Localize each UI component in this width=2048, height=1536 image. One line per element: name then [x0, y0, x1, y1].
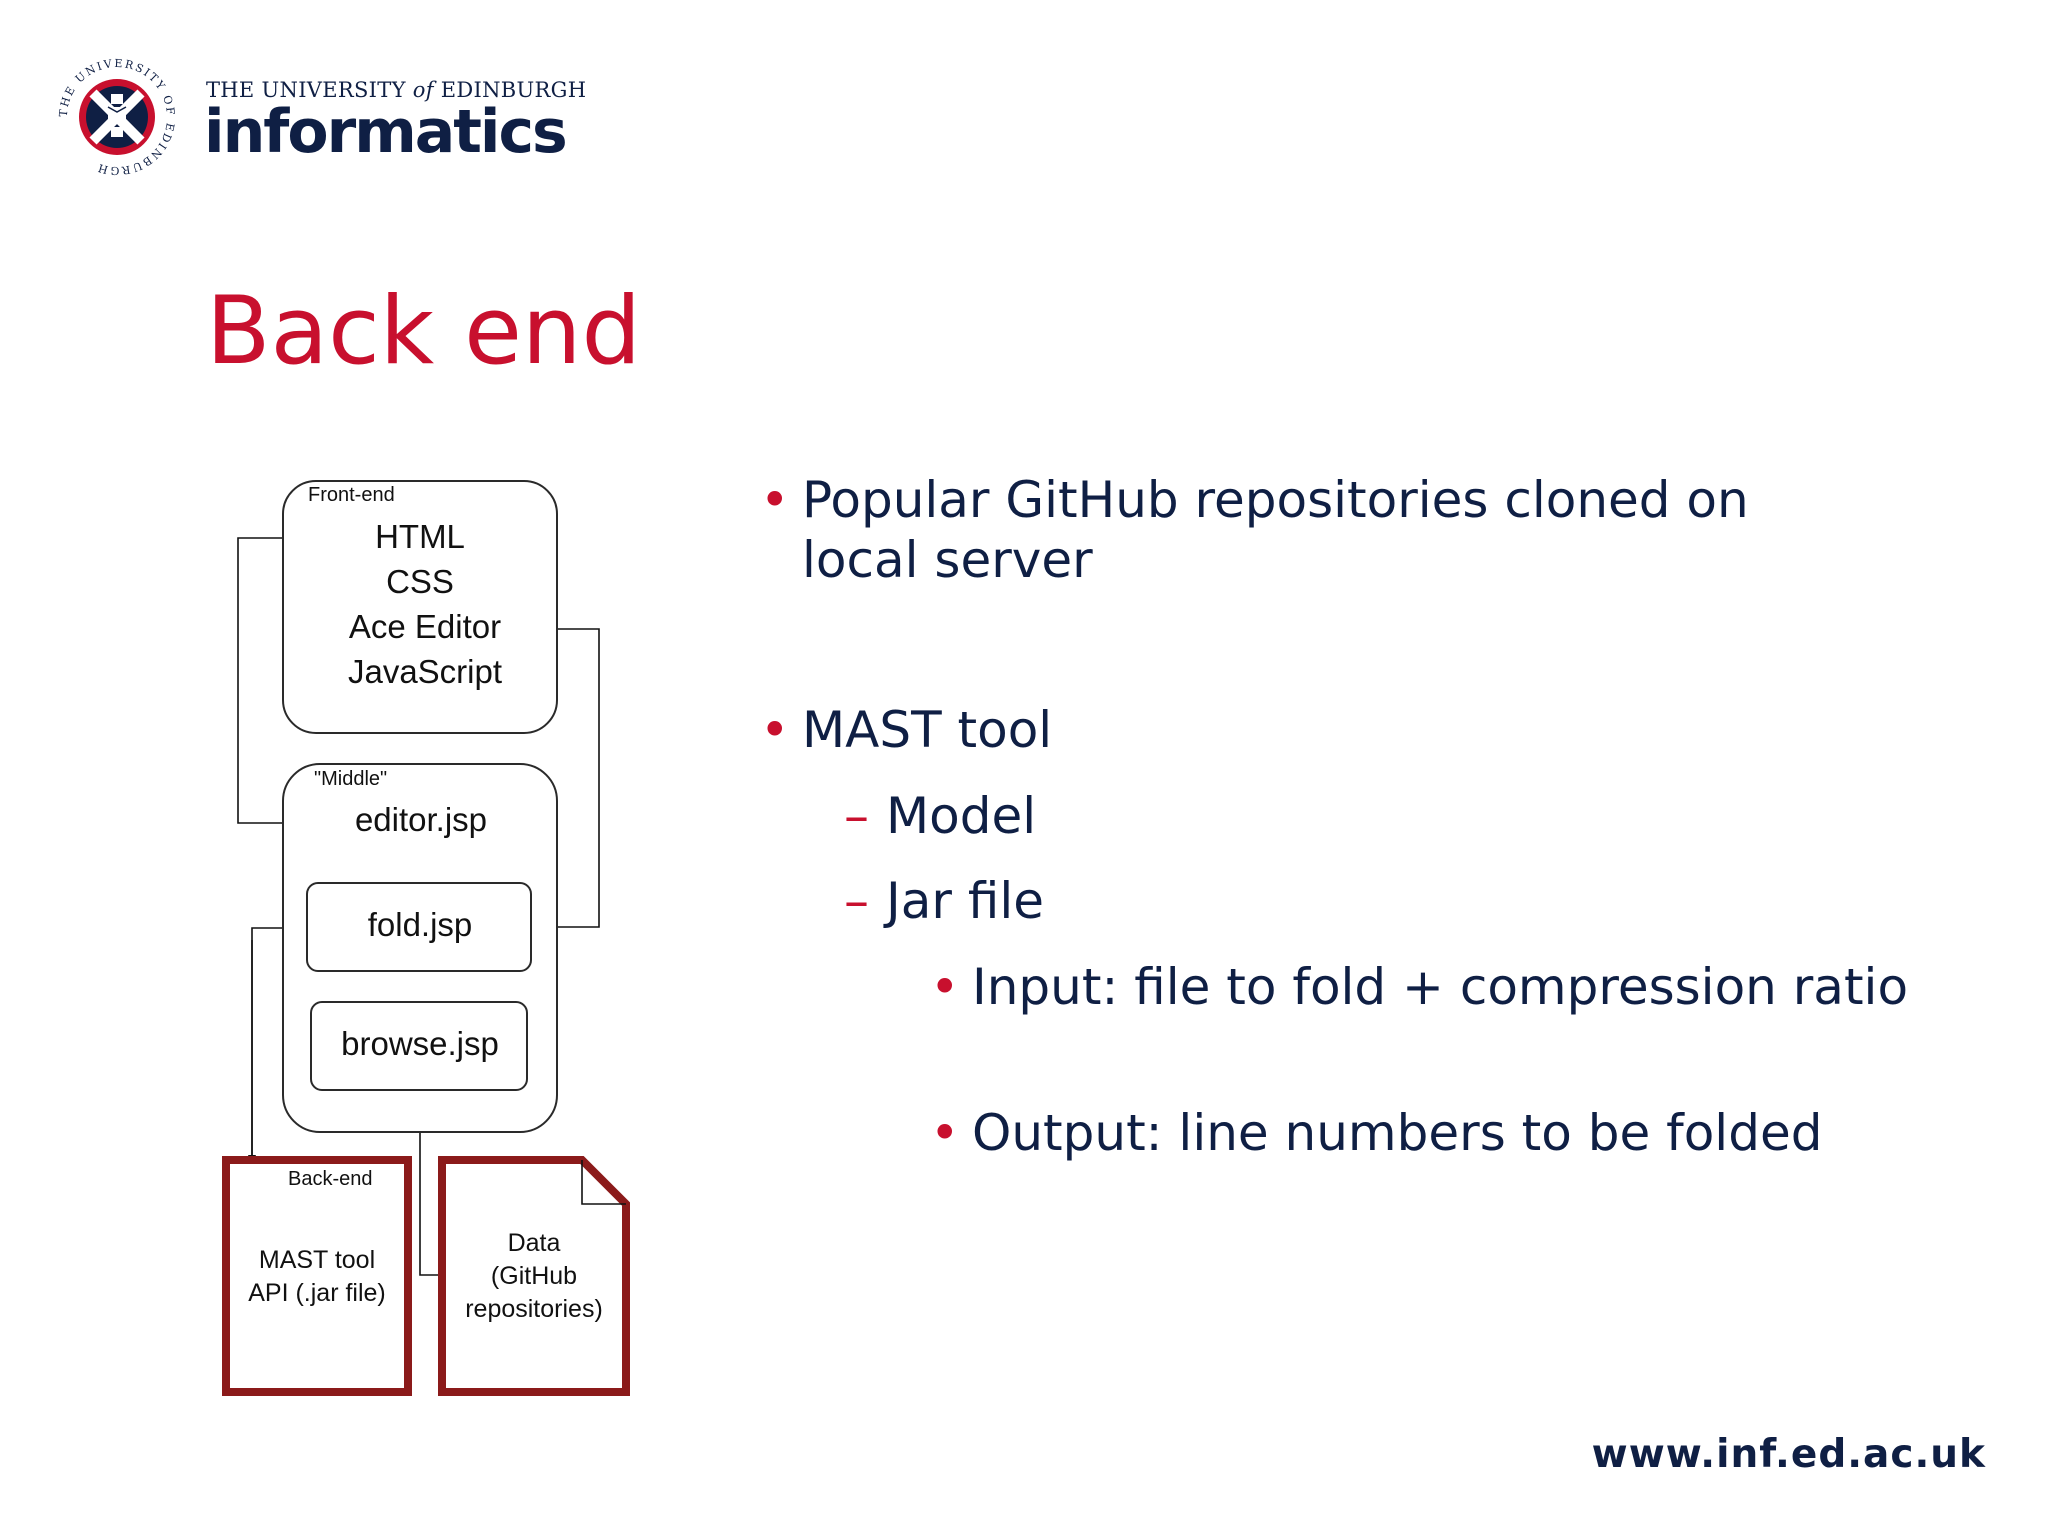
- university-name: THE UNIVERSITY of EDINBURGH: [206, 78, 587, 102]
- backend-label: Back-end: [288, 1168, 373, 1190]
- dash-marker: –: [844, 787, 869, 845]
- bullet-marker: •: [930, 958, 960, 1016]
- frontend-item-css: CSS: [386, 563, 454, 600]
- editor-jsp-label: editor.jsp: [354, 801, 488, 838]
- bullet-marker: •: [760, 701, 790, 759]
- sub-sub-bullet-item-input: • Input: file to fold + compression rati…: [930, 957, 1990, 1017]
- frontend-item-html: HTML: [375, 518, 465, 555]
- sub-bullet-text-jar-file: Jar file: [886, 872, 1044, 930]
- informatics-wordmark: informatics: [204, 97, 568, 167]
- dash-marker: –: [844, 872, 869, 930]
- footer-url[interactable]: www.inf.ed.ac.uk: [1591, 1432, 1986, 1477]
- fold-jsp-label: fold.jsp: [367, 906, 473, 943]
- data-text: Data (GitHub repositories): [465, 1229, 603, 1323]
- browse-jsp-label: browse.jsp: [341, 1025, 499, 1062]
- sub-bullet-item-model: – Model: [844, 786, 1036, 846]
- browse-jsp-box: [310, 1001, 528, 1091]
- fold-jsp-box: [306, 882, 532, 972]
- data-document-box: [438, 1156, 630, 1396]
- bullet-item-mast-tool: • MAST tool: [760, 700, 1052, 760]
- frontend-item-ace-editor: Ace Editor: [348, 608, 502, 645]
- bullet-item-github: • Popular GitHub repositories cloned on …: [760, 470, 1810, 590]
- frontend-box: [282, 480, 558, 734]
- middle-label: "Middle": [314, 768, 388, 790]
- frontend-label: Front-end: [308, 484, 395, 506]
- frontend-item-javascript: JavaScript: [347, 653, 503, 690]
- sub-sub-bullet-text-output: Output: line numbers to be folded: [972, 1104, 1823, 1162]
- university-crest-logo: THE UNIVERSITY OF EDINBURGH: [57, 57, 175, 177]
- sub-bullet-text-model: Model: [886, 787, 1037, 845]
- bullet-text-github: Popular GitHub repositories cloned on lo…: [802, 471, 1749, 589]
- sub-sub-bullet-item-output: • Output: line numbers to be folded: [930, 1103, 1850, 1163]
- diagram-connectors: [222, 534, 630, 1396]
- bullet-marker: •: [930, 1104, 960, 1162]
- backend-box: [222, 1156, 412, 1396]
- connector-fold-to-ace: [532, 625, 600, 928]
- bullet-marker: •: [760, 471, 790, 529]
- data-document-fold: [581, 1160, 626, 1205]
- sub-bullet-item-jar-file: – Jar file: [844, 871, 1044, 931]
- architecture-diagram: Front-end HTML CSS Ace Editor JavaScript…: [210, 470, 650, 1405]
- connector-data-to-browse: [416, 1092, 444, 1276]
- sub-sub-bullet-text-input: Input: file to fold + compression ratio: [972, 958, 1909, 1016]
- slide-title: Back end: [206, 277, 642, 386]
- bullet-text-mast-tool: MAST tool: [802, 701, 1053, 759]
- backend-text: MAST tool API (.jar file): [248, 1246, 386, 1307]
